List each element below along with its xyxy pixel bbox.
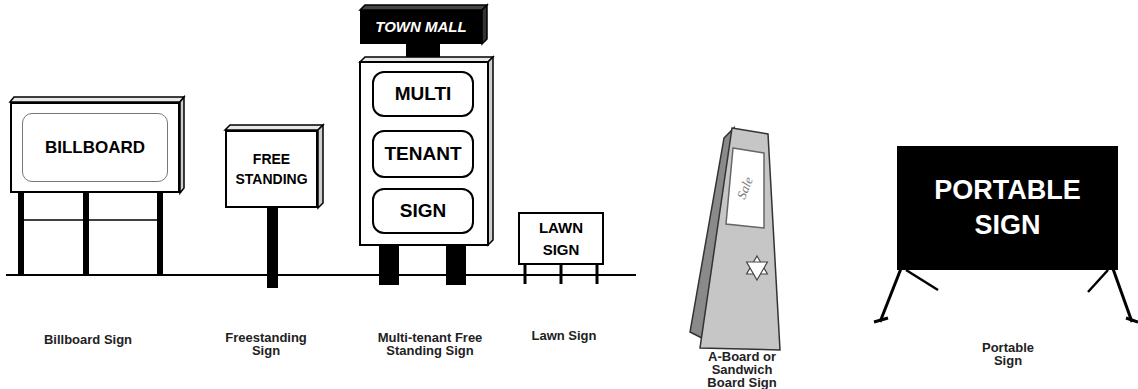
tenant-panel: TENANT: [372, 130, 474, 178]
sign-caption: Freestanding Sign: [219, 331, 314, 357]
multi-leg: [446, 245, 466, 285]
sign-text: BILLBOARD: [45, 138, 145, 158]
ground-line: [6, 274, 636, 276]
tenant-panel: MULTI: [372, 71, 474, 117]
lawn-leg: [560, 264, 563, 284]
portable-leg: [1112, 266, 1132, 322]
billboard-post: [83, 193, 89, 275]
portable-foot: [874, 318, 888, 322]
sign-text: TOWN MALL: [375, 18, 466, 36]
sign-text: MULTI: [395, 83, 452, 105]
billboard-post: [157, 193, 163, 275]
sign-text: LAWN SIGN: [524, 217, 598, 261]
lawn-leg: [524, 264, 527, 284]
billboard-panel: BILLBOARD: [10, 102, 180, 193]
sign-caption: A-Board or Sandwich Board Sign: [701, 350, 783, 389]
freestanding-side: [318, 125, 323, 208]
sign-text: PORTABLE SIGN: [907, 173, 1108, 243]
billboard-side: [180, 97, 184, 193]
freestanding-panel: FREE STANDING: [225, 130, 318, 208]
multi-leg: [379, 245, 399, 285]
a-board-poster: Sale: [724, 146, 766, 230]
mall-header: TOWN MALL: [360, 10, 482, 44]
sign-text: FREE STANDING: [227, 149, 316, 189]
multi-panel: [360, 62, 488, 245]
lawn-leg: [596, 264, 599, 284]
portable-brace: [906, 270, 938, 290]
billboard-brace: [21, 219, 160, 221]
town-mall-side: [482, 5, 487, 44]
sign-caption: Multi-tenant Free Standing Sign: [365, 331, 495, 357]
portable-panel: PORTABLE SIGN: [897, 146, 1118, 270]
tenant-panel: SIGN: [372, 188, 474, 234]
sign-caption: Billboard Sign: [18, 333, 158, 346]
sign-caption: Lawn Sign: [514, 329, 614, 342]
sign-text: TENANT: [384, 143, 461, 165]
portable-brace: [1088, 270, 1108, 292]
portable-leg: [880, 266, 902, 322]
freestanding-post: [267, 208, 278, 288]
billboard-post: [18, 193, 24, 275]
a-board-face: [700, 128, 780, 350]
sign-caption: Portable Sign: [972, 341, 1044, 367]
poster-shape: [726, 148, 764, 228]
lawn-panel: LAWN SIGN: [518, 212, 604, 265]
sign-text: SIGN: [400, 200, 446, 222]
portable-foot: [1126, 318, 1138, 322]
star-symbol: [747, 262, 768, 280]
mall-stem: [406, 44, 440, 58]
